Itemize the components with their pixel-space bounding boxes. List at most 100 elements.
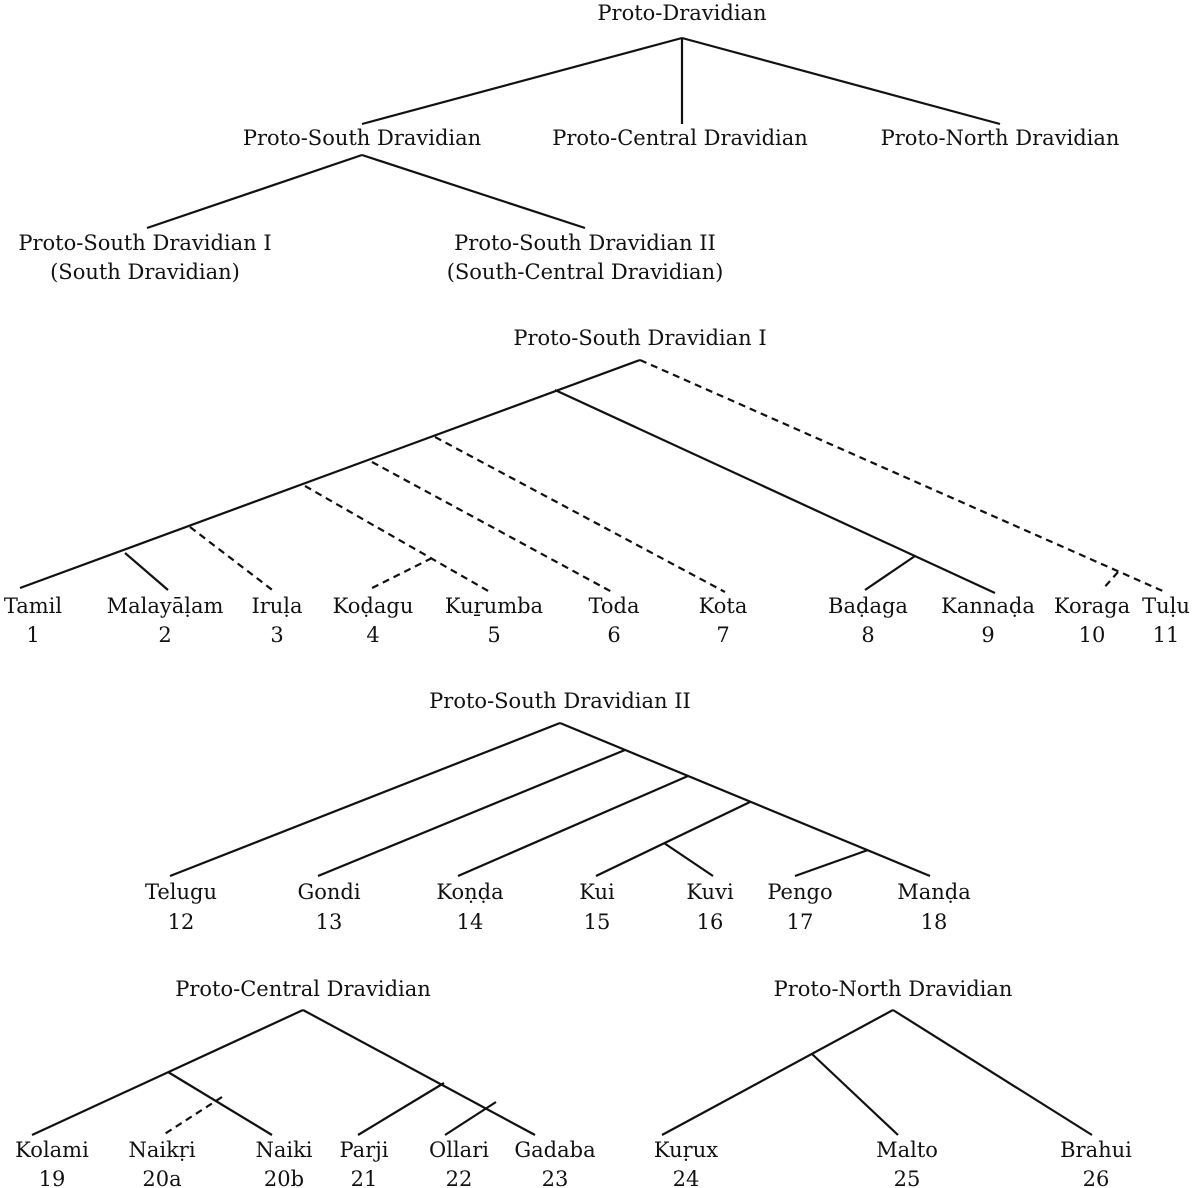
leaf-label: Kolami <box>15 1138 89 1162</box>
edge <box>434 436 726 593</box>
edge <box>864 555 916 591</box>
leaf-number: 11 <box>1153 623 1180 647</box>
leaf-number: 25 <box>894 1167 921 1188</box>
edge <box>302 1009 536 1136</box>
leaf-number: 6 <box>607 623 620 647</box>
leaf-label: Brahui <box>1060 1138 1132 1162</box>
leaf-pengo: Pengo 17 <box>767 880 832 934</box>
leaf-number: 20b <box>264 1167 304 1188</box>
leaf-number: 16 <box>697 910 724 934</box>
leaf-label: Malto <box>876 1138 938 1162</box>
edge <box>189 526 276 593</box>
leaf-toda: Toda 6 <box>589 594 640 647</box>
leaf-brahui: Brahui 26 <box>1060 1138 1132 1188</box>
south2-tree: Proto-South Dravidian II Telugu 12 Gondi… <box>145 689 971 934</box>
leaf-label: Iruḷa <box>251 594 302 618</box>
tree-title: Proto-South Dravidian II <box>429 689 691 713</box>
node-proto-dravidian: Proto-Dravidian <box>597 1 766 25</box>
leaf-label: Toda <box>589 594 640 618</box>
leaf-number: 22 <box>446 1167 473 1188</box>
edge <box>892 1009 1093 1136</box>
leaf-label: Kuvi <box>686 880 734 904</box>
leaf-gadaba: Gadaba 23 <box>514 1138 595 1188</box>
leaf-kurumba: Kuṟumba 5 <box>445 594 543 647</box>
leaf-konda: Koṇḍa 14 <box>436 880 503 934</box>
leaf-number: 20a <box>142 1167 181 1188</box>
leaf-number: 8 <box>861 623 874 647</box>
leaf-number: 24 <box>673 1167 700 1188</box>
edge <box>639 358 1166 594</box>
leaf-label: Kuṟumba <box>445 594 543 618</box>
leaf-label: Gadaba <box>514 1138 595 1162</box>
leaf-label: Baḍaga <box>828 594 908 618</box>
leaf-malayalam: Malayāḷam 2 <box>107 594 224 647</box>
leaf-ollari: Ollari 22 <box>429 1138 489 1188</box>
leaf-number: 12 <box>168 910 195 934</box>
edge <box>554 389 996 594</box>
leaf-label: Gondi <box>297 880 360 904</box>
leaf-label: Koraga <box>1054 594 1130 618</box>
leaf-number: 21 <box>351 1167 378 1188</box>
edge <box>162 1096 223 1136</box>
leaf-number: 23 <box>542 1167 569 1188</box>
leaf-tamil: Tamil 1 <box>4 594 63 647</box>
edge <box>167 1071 273 1136</box>
leaf-kota: Kota 7 <box>699 594 748 647</box>
edge <box>1101 571 1119 591</box>
edge <box>19 358 641 590</box>
leaf-label: Koḍagu <box>333 594 414 618</box>
leaf-number: 26 <box>1083 1167 1110 1188</box>
leaf-label: Kota <box>699 594 748 618</box>
leaf-gondi: Gondi 13 <box>297 880 360 934</box>
edge <box>681 36 1001 126</box>
leaf-number: 2 <box>158 623 171 647</box>
tree-title: Proto-North Dravidian <box>774 977 1013 1001</box>
leaf-number: 7 <box>716 623 729 647</box>
edge <box>595 801 751 877</box>
north-tree: Proto-North Dravidian Kuṛux 24 Malto 25 … <box>654 977 1132 1188</box>
leaf-koraga: Koraga 10 <box>1054 594 1130 647</box>
south1-tree: Proto-South Dravidian I Tamil 1 Malayāḷa… <box>4 326 1190 647</box>
edge <box>661 1009 894 1136</box>
leaf-irula: Iruḷa 3 <box>251 594 302 647</box>
edge <box>31 1009 304 1136</box>
leaf-malto: Malto 25 <box>876 1138 938 1188</box>
leaf-telugu: Telugu 12 <box>145 880 217 934</box>
leaf-label: Kannaḍa <box>941 594 1035 618</box>
edge <box>361 36 683 126</box>
leaf-kui: Kui 15 <box>579 880 615 934</box>
leaf-label: Naikṛi <box>128 1138 195 1162</box>
edge <box>146 153 363 230</box>
leaf-kurux: Kuṛux 24 <box>654 1138 718 1188</box>
node-proto-central-dravidian: Proto-Central Dravidian <box>552 126 808 150</box>
node-proto-north-dravidian: Proto-North Dravidian <box>881 126 1120 150</box>
edge <box>663 842 714 877</box>
tree-title: Proto-South Dravidian I <box>513 326 766 350</box>
leaf-number: 1 <box>26 623 39 647</box>
leaf-number: 17 <box>787 910 814 934</box>
leaf-parji: Parji 21 <box>340 1138 389 1188</box>
leaf-number: 14 <box>457 910 484 934</box>
leaf-number: 4 <box>366 623 379 647</box>
edge <box>169 721 561 878</box>
edge <box>357 1082 445 1136</box>
leaf-label: Manḍa <box>897 880 971 904</box>
leaf-naikri: Naikṛi 20a <box>128 1138 195 1188</box>
leaf-number: 3 <box>270 623 283 647</box>
leaf-label: Tamil <box>4 594 63 618</box>
node-proto-south-dravidian-i: Proto-South Dravidian I <box>18 231 271 255</box>
leaf-kannada: Kannaḍa 9 <box>941 594 1035 647</box>
edge <box>124 552 169 591</box>
node-proto-south-dravidian: Proto-South Dravidian <box>243 126 481 150</box>
edge <box>371 461 613 593</box>
leaf-label: Pengo <box>767 880 832 904</box>
central-tree: Proto-Central Dravidian Kolami 19 Naikṛi… <box>15 977 595 1188</box>
leaf-label: Ollari <box>429 1138 489 1162</box>
edge <box>317 748 626 878</box>
edge <box>444 1101 497 1136</box>
leaf-kolami: Kolami 19 <box>15 1138 89 1188</box>
leaf-number: 10 <box>1079 623 1106 647</box>
leaf-label: Koṇḍa <box>436 880 503 904</box>
node-proto-south-dravidian-i-gloss: (South Dravidian) <box>50 260 240 284</box>
